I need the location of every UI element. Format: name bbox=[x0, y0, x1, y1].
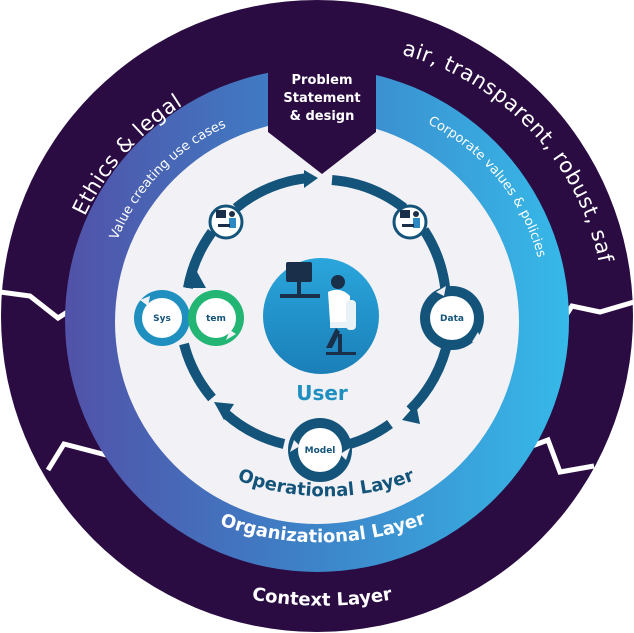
problem-statement-badge bbox=[268, 62, 376, 174]
problem-statement-line-1: Problem bbox=[292, 73, 353, 88]
user-label: User bbox=[296, 381, 348, 405]
cycle-arrow-icon bbox=[304, 170, 318, 188]
node-system-left: Sys bbox=[134, 290, 190, 346]
data-node-label: Data bbox=[440, 314, 464, 324]
user-center bbox=[263, 258, 379, 374]
person-at-computer-icon bbox=[216, 210, 236, 228]
user-circle bbox=[263, 258, 379, 374]
node-system-right: tem bbox=[188, 290, 244, 346]
system-left-label: Sys bbox=[153, 314, 171, 324]
node-data: Data bbox=[420, 286, 484, 350]
person-at-computer-icon-right bbox=[400, 210, 420, 228]
cycle-arrow-icon bbox=[186, 270, 206, 288]
problem-statement-line-3: & design bbox=[290, 109, 355, 124]
cycle-arrow-icon bbox=[214, 402, 234, 420]
node-model: Model bbox=[288, 418, 352, 482]
cycle-arrow-icon bbox=[402, 404, 420, 424]
system-right-label: tem bbox=[206, 314, 226, 324]
node-user-left bbox=[208, 204, 244, 240]
model-node-label: Model bbox=[305, 446, 336, 456]
user-at-desk-icon bbox=[280, 262, 356, 355]
problem-statement-line-2: Statement bbox=[283, 91, 360, 106]
operational-cycle bbox=[179, 173, 453, 449]
node-user-right bbox=[392, 204, 428, 240]
